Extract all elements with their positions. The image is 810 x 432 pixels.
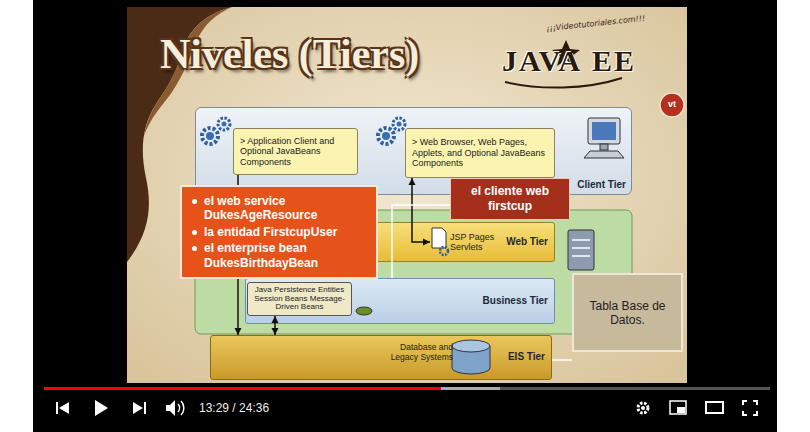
bullet-text: la entidad FirstcupUser: [204, 225, 337, 239]
callout-box: el cliente web firstcup: [450, 178, 570, 220]
vt-logo-circle: [660, 93, 684, 117]
gear-icon: [393, 118, 405, 130]
volume-icon: [178, 401, 184, 415]
bullet-text: el enterprise bean DukesBirthdayBean: [204, 241, 368, 270]
box-text: el cliente web firstcup: [457, 184, 563, 214]
connector-line: [412, 178, 430, 242]
settings-icon: [638, 403, 648, 413]
computer-icon: [588, 118, 620, 144]
time-display: 13:29 / 24:36: [199, 401, 269, 415]
gear-icon: [382, 132, 390, 140]
box-text: > Web Browser, Web Pages, Applets, and O…: [412, 137, 548, 168]
component-box: > Application Client and Optional JavaBe…: [233, 128, 358, 175]
arrow-head: [272, 316, 279, 323]
play-icon: [95, 400, 108, 416]
arrow-head: [235, 328, 242, 335]
tier-band: Database and Legacy Systems EIS Tier: [210, 335, 552, 380]
callout-box: Tabla Base de Datos.: [572, 273, 683, 352]
bullet-item: la entidad FirstcupUser: [192, 225, 368, 239]
connector: [272, 316, 279, 335]
server-icon: [568, 230, 594, 270]
gear-icon: [222, 122, 227, 127]
tier-label: Business Tier: [483, 295, 548, 306]
box-text: JSP Pages Servlets: [450, 232, 498, 253]
player-controls: [56, 400, 757, 416]
gear-icon: [206, 132, 214, 140]
settings-icon: [641, 406, 645, 410]
arrow-head: [272, 328, 279, 335]
computer-icon: [600, 144, 608, 150]
box-text: Java Persistence Entities Session Beans …: [251, 286, 348, 312]
gear-icon: [202, 118, 405, 144]
component-box: > Web Browser, Web Pages, Applets, and O…: [405, 128, 555, 178]
bullet-item: el web service DukesAgeResource: [192, 194, 368, 223]
next-icon: [144, 402, 146, 414]
system-label: Database and Legacy Systems: [379, 343, 453, 363]
gear-icon: [378, 128, 394, 144]
computer-icon: [584, 118, 624, 158]
progress-buffer: [44, 387, 500, 390]
connector-line: [552, 359, 572, 361]
computer-icon: [592, 122, 616, 140]
server-icon: [568, 230, 594, 270]
bullet-dot: [192, 199, 197, 204]
gear-icon: [218, 118, 230, 130]
tier-band: Business Tier Java Persistence Entities S…: [245, 278, 555, 324]
volume-icon: [166, 400, 175, 416]
database-icon: [452, 340, 490, 374]
box-text: > Application Client and Optional JavaBe…: [240, 136, 351, 167]
prev-icon: [56, 402, 58, 414]
fullscreen-icon: [743, 401, 757, 415]
progress-track: [44, 387, 770, 390]
database-icon: [452, 340, 490, 352]
box-text: Tabla Base de Datos.: [580, 299, 675, 327]
connector: [409, 178, 431, 246]
bullet-item: el enterprise bean DukesBirthdayBean: [192, 241, 368, 270]
tier-label: Client Tier: [577, 179, 626, 190]
computer-icon: [584, 151, 624, 158]
arrow-head: [423, 239, 430, 246]
arrow-head: [409, 178, 416, 185]
jsp-icon: [432, 228, 448, 255]
connector: [235, 175, 242, 335]
gear-icon: [397, 122, 402, 127]
bullet-dot: [192, 246, 197, 251]
connector-line: [237, 175, 239, 335]
prev-icon: [59, 402, 69, 414]
tier-label: EIS Tier: [508, 351, 545, 362]
logo-text: vt: [662, 99, 682, 109]
player-frame: [33, 0, 777, 432]
next-icon: [133, 402, 143, 414]
connector: [392, 205, 450, 278]
document-icon: [432, 228, 446, 248]
slide-title: Niveles (Tiers): [160, 30, 419, 78]
theater-icon: [706, 402, 723, 413]
bullet-dot: [192, 230, 197, 235]
connector: [552, 360, 572, 361]
slide-background: [127, 7, 687, 383]
logo-text: EE: [592, 44, 636, 78]
bullet-text: el web service DukesAgeResource: [204, 194, 368, 223]
progress-played: [44, 387, 441, 390]
miniplayer-icon: [677, 407, 685, 413]
tier-label: Web Tier: [506, 236, 548, 247]
callout-box: el web service DukesAgeResource la entida…: [180, 185, 378, 279]
logo-swoosh: [505, 78, 622, 88]
server-icon: [572, 240, 590, 256]
gear-icon: [440, 247, 448, 255]
logo-text: JAVA: [502, 44, 582, 78]
miniplayer-icon: [670, 401, 686, 414]
gear-icon: [202, 128, 218, 144]
bean-icon: [356, 307, 372, 315]
connector-line: [392, 205, 450, 278]
component-box: Java Persistence Entities Session Beans …: [247, 282, 352, 316]
